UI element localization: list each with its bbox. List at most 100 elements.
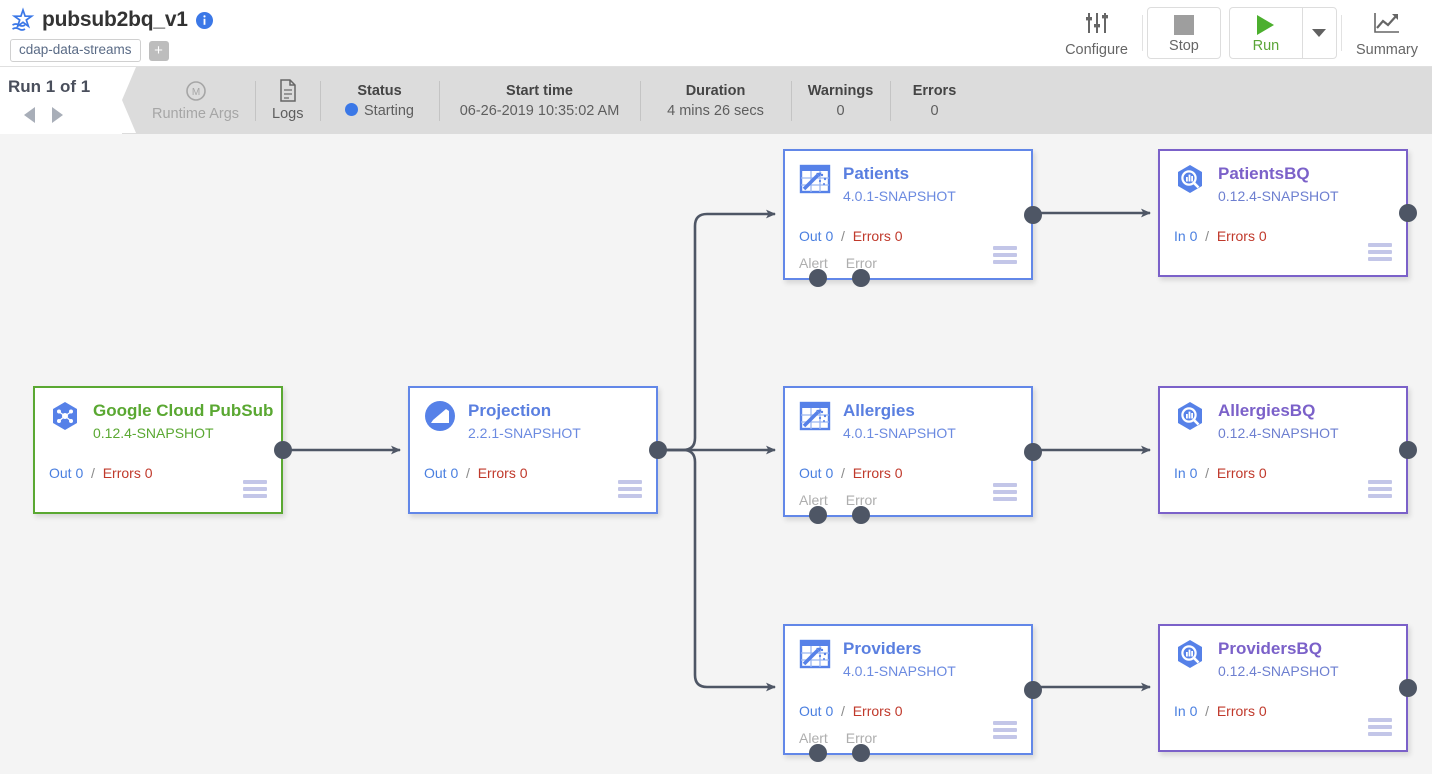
duration-header: Duration — [685, 82, 746, 99]
triangle-right-icon[interactable] — [52, 107, 63, 123]
metric-in-label: In 0 — [1174, 228, 1198, 244]
metric-separator: / — [462, 465, 474, 481]
status-cell: Status Starting — [321, 67, 439, 134]
node-patientsbq[interactable]: PatientsBQ 0.12.4-SNAPSHOT In 0 / Errors… — [1158, 149, 1417, 277]
status-divider-4 — [639, 80, 641, 121]
stop-button-inner: Stop — [1148, 8, 1220, 58]
node-titles: Allergies 4.0.1-SNAPSHOT — [843, 400, 956, 441]
node-providers[interactable]: Providers 4.0.1-SNAPSHOT Out 0 / Errors … — [783, 624, 1042, 762]
status-divider-3 — [438, 80, 440, 121]
metric-in-label: In 0 — [1174, 703, 1198, 719]
stop-button[interactable]: Stop — [1146, 7, 1221, 59]
metric-separator: / — [1201, 703, 1213, 719]
run-options-dropdown[interactable] — [1301, 7, 1336, 59]
alert-port-label: Alert — [799, 492, 828, 508]
projection-icon — [424, 400, 456, 432]
hamburger-menu-icon[interactable] — [1368, 243, 1392, 264]
wire-projection-patients — [665, 209, 776, 452]
error-port-dot[interactable] — [852, 506, 870, 524]
output-port-dot[interactable] — [274, 441, 292, 459]
alert-port-dot[interactable] — [809, 744, 827, 762]
metric-errors: Errors 0 — [852, 465, 903, 481]
node-titles: Projection 2.2.1-SNAPSHOT — [468, 400, 581, 441]
hamburger-menu-icon[interactable] — [618, 480, 642, 501]
alert-port-dot[interactable] — [809, 506, 827, 524]
errors-value: 0 — [930, 102, 939, 119]
output-port-dot[interactable] — [1399, 204, 1417, 222]
output-port-dot[interactable] — [1024, 205, 1042, 224]
node-port-labels: Alert Error — [799, 730, 877, 746]
stop-label: Stop — [1169, 37, 1199, 54]
node-providersbq[interactable]: ProvidersBQ 0.12.4-SNAPSHOT In 0 / Error… — [1158, 624, 1417, 752]
hamburger-menu-icon[interactable] — [993, 246, 1017, 267]
configure-button[interactable]: Configure — [1055, 9, 1138, 58]
hamburger-menu-icon[interactable] — [1368, 480, 1392, 501]
pipeline-tag[interactable]: cdap-data-streams — [10, 39, 141, 62]
logs-button[interactable]: Logs — [256, 67, 319, 134]
stop-square-icon — [1173, 14, 1194, 35]
info-icon[interactable] — [195, 11, 213, 29]
hamburger-menu-icon[interactable] — [243, 480, 267, 501]
pipeline-title-row: pubsub2bq_v1 — [10, 4, 213, 36]
node-allergiesbq[interactable]: AllergiesBQ 0.12.4-SNAPSHOT In 0 / Error… — [1158, 386, 1417, 514]
node-titles: PatientsBQ 0.12.4-SNAPSHOT — [1218, 163, 1339, 204]
metric-separator: / — [837, 703, 849, 719]
output-port-dot[interactable] — [1024, 680, 1042, 699]
header-left: pubsub2bq_v1 cdap-data-streams + — [10, 4, 213, 62]
metric-errors: Errors 0 — [1216, 465, 1267, 481]
output-port-dot[interactable] — [649, 441, 667, 459]
line-chart-icon — [1373, 11, 1401, 39]
node-titles: AllergiesBQ 0.12.4-SNAPSHOT — [1218, 400, 1339, 441]
output-port-dot[interactable] — [1399, 441, 1417, 459]
metric-errors: Errors 0 — [852, 228, 903, 244]
node-metrics: Out 0 / Errors 0 — [799, 228, 903, 244]
metric-out-label: Out 0 — [799, 228, 834, 244]
metric-errors: Errors 0 — [1216, 228, 1267, 244]
run-button[interactable]: Run — [1230, 8, 1302, 58]
warnings-value: 0 — [836, 102, 845, 119]
chevron-down-icon — [1312, 29, 1327, 37]
node-metrics: Out 0 / Errors 0 — [799, 465, 903, 481]
summary-button[interactable]: Summary — [1346, 9, 1428, 58]
metric-out-label: Out 0 — [49, 465, 84, 481]
triangle-left-icon[interactable] — [24, 107, 35, 123]
summary-label: Summary — [1355, 41, 1418, 58]
connection-wires — [290, 208, 1151, 692]
metric-separator: / — [837, 228, 849, 244]
metric-separator: / — [87, 465, 99, 481]
runtime-args-button[interactable]: M Runtime Args — [136, 67, 255, 134]
google-pubsub-icon — [49, 400, 81, 432]
hamburger-menu-icon[interactable] — [993, 483, 1017, 504]
node-patients[interactable]: Patients 4.0.1-SNAPSHOT Out 0 / Errors 0… — [783, 149, 1042, 287]
node-header: Projection 2.2.1-SNAPSHOT — [410, 388, 656, 441]
metric-errors: Errors 0 — [477, 465, 528, 481]
node-projection[interactable]: Projection 2.2.1-SNAPSHOT Out 0 / Errors… — [408, 386, 667, 514]
node-titles: ProvidersBQ 0.12.4-SNAPSHOT — [1218, 638, 1339, 679]
node-header: ProvidersBQ 0.12.4-SNAPSHOT — [1160, 626, 1406, 679]
svg-text:M: M — [191, 87, 199, 98]
hamburger-menu-icon[interactable] — [1368, 718, 1392, 739]
node-header: AllergiesBQ 0.12.4-SNAPSHOT — [1160, 388, 1406, 441]
page-title: pubsub2bq_v1 — [42, 8, 188, 31]
error-port-dot[interactable] — [852, 744, 870, 762]
node-pubsub-source[interactable]: Google Cloud PubSub 0.12.4-SNAPSHOT Out … — [33, 386, 292, 514]
start-time-cell: Start time 06-26-2019 10:35:02 AM — [440, 67, 640, 134]
toolbar-divider-2 — [1340, 15, 1342, 51]
error-port-dot[interactable] — [852, 269, 870, 287]
status-divider-6 — [889, 80, 891, 121]
hamburger-menu-icon[interactable] — [993, 721, 1017, 742]
output-port-dot[interactable] — [1024, 442, 1042, 461]
run-label: Run — [1252, 37, 1280, 54]
node-allergies[interactable]: Allergies 4.0.1-SNAPSHOT Out 0 / Errors … — [783, 386, 1042, 524]
node-header: Allergies 4.0.1-SNAPSHOT — [785, 388, 1031, 441]
document-icon — [278, 79, 298, 102]
pipeline-canvas[interactable]: Google Cloud PubSub 0.12.4-SNAPSHOT Out … — [0, 134, 1432, 774]
node-version: 0.12.4-SNAPSHOT — [93, 425, 214, 441]
bigquery-icon — [1174, 638, 1206, 670]
alert-port-dot[interactable] — [809, 269, 827, 287]
output-port-dot[interactable] — [1399, 679, 1417, 697]
configure-label: Configure — [1065, 41, 1128, 58]
add-tag-button[interactable]: + — [148, 40, 169, 61]
status-header: Status — [357, 82, 402, 99]
